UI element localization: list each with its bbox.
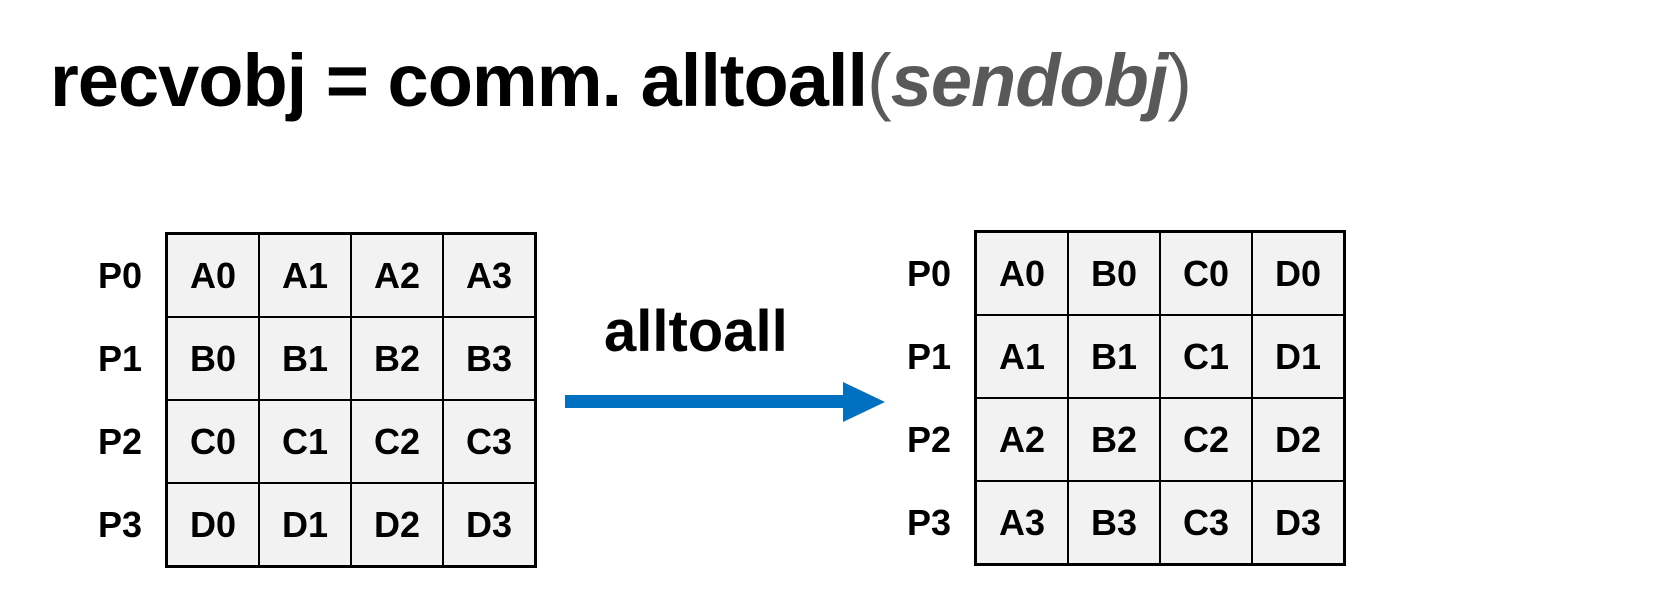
left-grid-cell: C2 [351,400,443,483]
left-row-label-p2: P2 [98,421,143,462]
arrow-shaft [565,395,847,408]
left-grid-cell: C0 [167,400,259,483]
arrow-head [843,382,885,422]
right-grid-cell: B1 [1068,315,1160,398]
left-grid-cell: A0 [167,234,259,317]
title-argument: sendobj [890,39,1169,122]
right-grid-cell: D1 [1252,315,1344,398]
right-grid-cell: D0 [1252,232,1344,315]
left-row-label-p0: P0 [98,255,143,296]
right-grid-cell: C1 [1160,315,1252,398]
right-grid-cell: C2 [1160,398,1252,481]
left-grid-cell: D0 [167,483,259,566]
right-row-label-p0: P0 [907,253,952,294]
left-grid-cell: B1 [259,317,351,400]
title-open-paren: ( [867,39,892,122]
left-grid-cell: A2 [351,234,443,317]
title-lhs: recvobj = comm. alltoall [50,39,868,122]
left-grid-cell: C1 [259,400,351,483]
right-grid-cell: C3 [1160,481,1252,564]
right-grid-cell: B3 [1068,481,1160,564]
left-grid-cell: B3 [443,317,535,400]
left-row-label-p1: P1 [98,338,143,379]
code-title: recvobj = comm. alltoall(sendobj) [50,38,1192,123]
left-grid-cell: C3 [443,400,535,483]
right-row-label-p2: P2 [907,419,952,460]
left-grid-cell: B0 [167,317,259,400]
right-grid-cell: C0 [1160,232,1252,315]
left-row-label-p3: P3 [98,504,143,545]
right-grid-cell: B0 [1068,232,1160,315]
right-row-label-p3: P3 [907,502,952,543]
left-grid-cell: A1 [259,234,351,317]
left-grid-cell: A3 [443,234,535,317]
right-grid-cell: D2 [1252,398,1344,481]
right-grid-cell: A3 [976,481,1068,564]
right-grid-cell: D3 [1252,481,1344,564]
right-grid-cell: A1 [976,315,1068,398]
left-grid-cell: D1 [259,483,351,566]
right-grid-cell: A2 [976,398,1068,481]
left-grid-cell: D3 [443,483,535,566]
right-arrow-icon [565,382,885,422]
right-grid-cell: A0 [976,232,1068,315]
title-close-paren: ) [1167,39,1192,122]
right-row-label-p1: P1 [907,336,952,377]
operation-label: alltoall [604,299,788,364]
left-grid-cell: D2 [351,483,443,566]
left-grid-cell: B2 [351,317,443,400]
right-grid-cell: B2 [1068,398,1160,481]
